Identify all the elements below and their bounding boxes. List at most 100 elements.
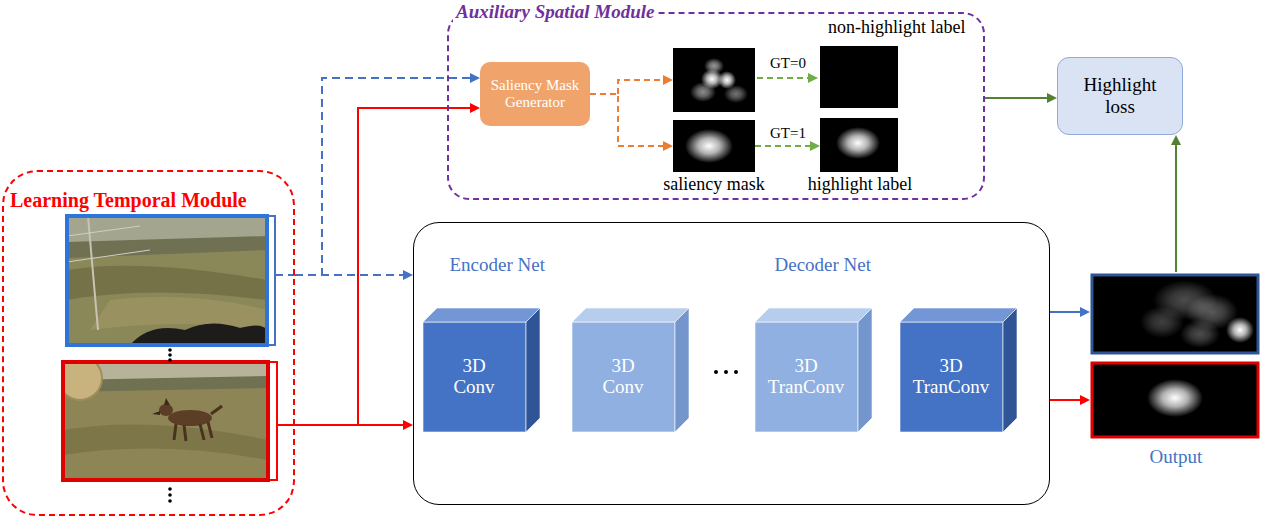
node-text: 3D TranConv xyxy=(913,355,989,399)
node-text: highlight label xyxy=(808,174,912,195)
connector-line xyxy=(1050,399,1080,401)
video-frame-red xyxy=(159,404,173,416)
cube-shape xyxy=(423,308,540,322)
node-text: Decoder Net xyxy=(775,254,872,276)
mask-blob xyxy=(836,127,880,159)
cube-shape xyxy=(423,322,526,432)
ellipsis-dots xyxy=(168,493,172,497)
layer-cube: 3D Conv xyxy=(423,308,540,432)
video-frame-red xyxy=(63,362,268,480)
video-frame-red xyxy=(208,422,212,438)
video-frame-blue xyxy=(90,297,267,330)
node-text: 3D TranConv xyxy=(768,355,844,399)
arrow-head xyxy=(403,270,413,280)
node-text: Learning Temporal Module xyxy=(8,189,249,212)
gt-arrow xyxy=(808,73,818,83)
connector-line xyxy=(1050,311,1080,313)
connector xyxy=(755,141,820,151)
network-box: Encoder Net Decoder Net 3D Conv 3D Conv 3D T… xyxy=(413,222,1050,505)
connector-line xyxy=(1175,145,1177,272)
arrow-head xyxy=(470,103,480,113)
video-frame-red xyxy=(184,425,186,441)
mask-blob xyxy=(673,120,755,172)
node-text: non-highlight label xyxy=(828,17,965,38)
node-text: 3D Conv xyxy=(602,355,643,399)
video-frame-blue xyxy=(67,236,267,258)
bracket xyxy=(270,362,277,480)
cube-shape xyxy=(675,308,689,432)
video-frame-blue xyxy=(130,323,267,345)
connector xyxy=(590,94,673,151)
layer-cube: 3D TranConv xyxy=(900,308,1017,432)
ellipsis-dots xyxy=(168,348,172,352)
node-text: Auxiliary Spatial Module xyxy=(453,1,657,23)
loss-box: Highlight loss xyxy=(1057,57,1183,135)
mask-blob xyxy=(820,118,898,172)
cube-shape xyxy=(1003,308,1017,432)
mask-image xyxy=(690,82,716,102)
mask-image: highlight label xyxy=(820,118,898,172)
video-frame-blue xyxy=(67,226,140,236)
cube-shape xyxy=(526,308,540,432)
module-box: Auxiliary Spatial ModuleSaliency Mask Ge… xyxy=(447,12,985,200)
arrow-label: GT=0 xyxy=(770,55,806,72)
video-frame-blue xyxy=(67,266,267,300)
connector xyxy=(295,73,480,275)
cube-shape xyxy=(755,308,872,322)
video-frame-red xyxy=(174,424,176,440)
mask-image xyxy=(724,85,748,103)
node-text: Highlight loss xyxy=(1084,74,1157,118)
ellipsis-dots xyxy=(168,487,172,491)
connector xyxy=(295,420,413,430)
output-image xyxy=(1140,306,1184,338)
video-frame-blue xyxy=(67,216,267,345)
frame-border xyxy=(67,216,267,345)
ellipsis-dots xyxy=(734,370,738,374)
layer-cube: 3D TranConv xyxy=(755,308,872,432)
layer-cube: 3D Conv xyxy=(572,308,689,432)
connector xyxy=(295,270,413,280)
output-image xyxy=(1147,379,1203,417)
connector xyxy=(985,93,1057,103)
mask-image: non-highlight label xyxy=(820,46,898,108)
process-box: Saliency Mask Generator xyxy=(480,62,590,126)
output-image xyxy=(1090,272,1262,470)
connector xyxy=(1050,395,1090,405)
node-text: 3D Conv xyxy=(453,355,494,399)
video-frame-blue xyxy=(67,216,267,345)
arrow-head xyxy=(663,141,673,151)
branch-arrow xyxy=(663,75,673,85)
arrow-head xyxy=(403,420,413,430)
output-image xyxy=(1092,275,1258,353)
connector-line xyxy=(295,274,403,276)
ellipsis-dots xyxy=(168,358,172,362)
arrow-head xyxy=(1047,93,1057,103)
branch-arrow xyxy=(618,80,663,94)
output-group: Output xyxy=(1090,272,1262,470)
video-frame-red xyxy=(63,362,102,400)
video-frame-red xyxy=(152,411,160,415)
node-text: Output xyxy=(1150,446,1203,468)
video-frame-blue xyxy=(67,250,150,262)
connector xyxy=(1050,307,1090,317)
ellipsis-dots xyxy=(168,353,172,357)
connector-line xyxy=(295,424,403,426)
gt-arrow xyxy=(757,73,818,83)
connector xyxy=(1171,135,1181,272)
ellipsis-dots xyxy=(168,499,172,503)
video-frame-red xyxy=(168,410,212,426)
node-text: Saliency Mask Generator xyxy=(486,77,584,112)
mask-image xyxy=(673,48,755,112)
cube-shape xyxy=(572,308,689,322)
cube-shape xyxy=(755,322,858,432)
node-text: saliency mask xyxy=(663,174,764,195)
mask-image xyxy=(673,48,755,112)
connector-line xyxy=(590,94,663,146)
wire xyxy=(275,274,295,276)
ellipsis-dots xyxy=(724,370,728,374)
node-text: Encoder Net xyxy=(450,254,545,276)
output-image xyxy=(1180,320,1220,348)
wire xyxy=(277,424,295,426)
